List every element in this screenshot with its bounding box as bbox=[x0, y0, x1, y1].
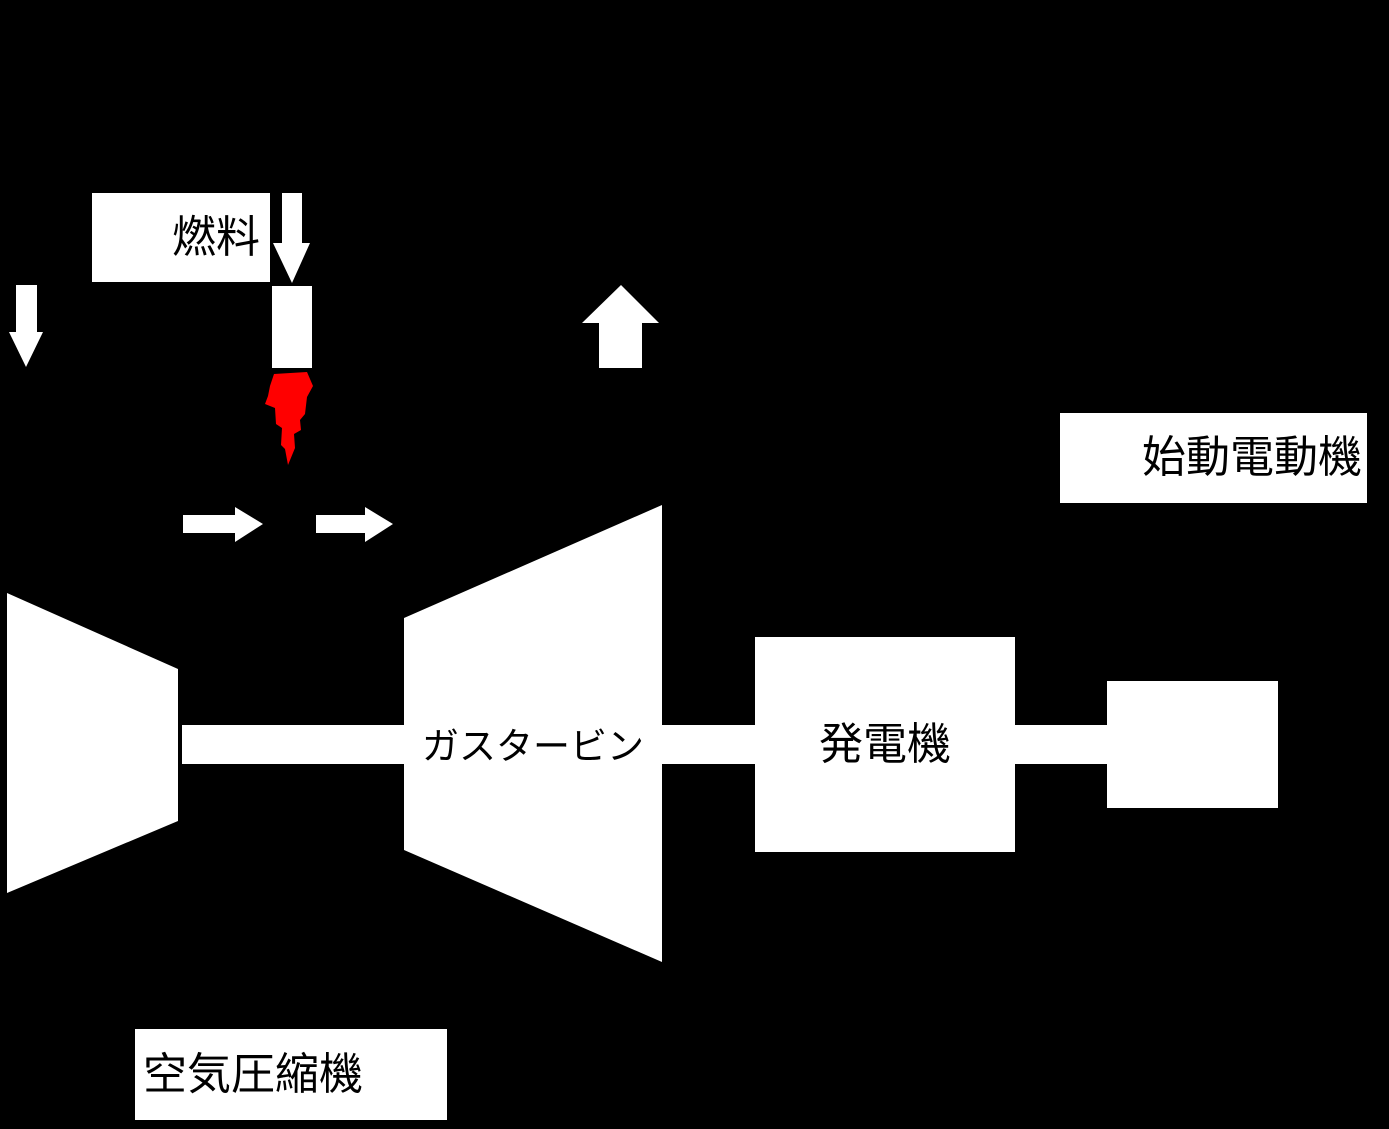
airflow-right-arrow-2-icon bbox=[316, 507, 393, 542]
shaft-turbine-generator bbox=[662, 725, 755, 764]
gas-turbine-label: ガスタービン bbox=[422, 725, 644, 767]
flame-arrow-icon bbox=[265, 372, 313, 465]
shaft-compressor-turbine bbox=[182, 725, 404, 764]
generator-box bbox=[755, 637, 1015, 852]
air-intake-down-arrow-icon bbox=[9, 285, 43, 367]
starter-motor-label: 始動電動機 bbox=[1060, 413, 1367, 503]
airflow-right-arrow-1-icon bbox=[183, 507, 263, 542]
compressor-shape bbox=[7, 593, 178, 893]
fuel-label: 燃料 bbox=[92, 193, 270, 282]
turbine-shape bbox=[404, 505, 662, 962]
starter-motor-box bbox=[1107, 681, 1278, 808]
fuel-down-arrow-icon bbox=[273, 193, 310, 283]
air-compressor-label: 空気圧縮機 bbox=[135, 1029, 447, 1120]
exhaust-up-arrow-icon bbox=[582, 285, 659, 368]
shaft-generator-motor bbox=[1015, 725, 1107, 764]
combustor-nozzle bbox=[272, 286, 312, 368]
generator-label: 発電機 bbox=[819, 719, 951, 769]
